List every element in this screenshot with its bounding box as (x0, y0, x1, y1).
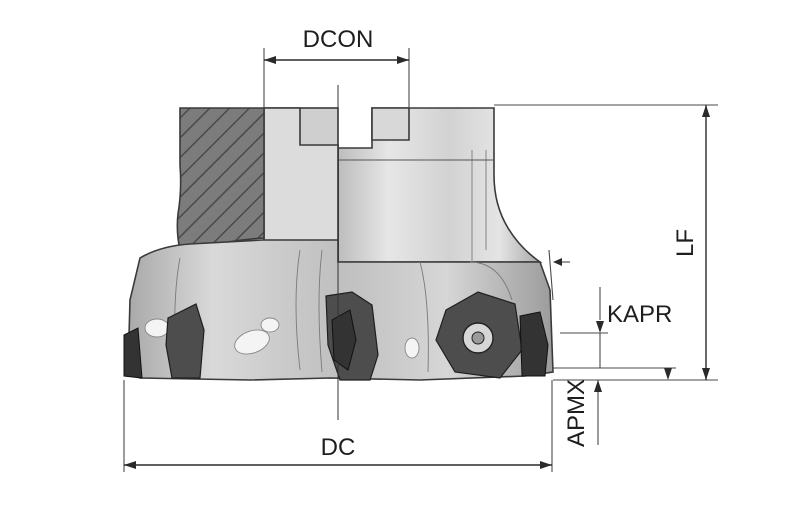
kapr-dimension: KAPR (548, 249, 672, 368)
tool-body (123, 107, 554, 381)
insert (519, 311, 549, 377)
key-slot (371, 107, 410, 141)
section-hatch (176, 107, 265, 251)
lf-dimension: LF (494, 104, 718, 381)
chip-pocket (144, 318, 170, 338)
dc-label: DC (321, 434, 356, 461)
lf-label: LF (672, 229, 699, 257)
insert-screw (471, 331, 485, 345)
chip-pocket (260, 317, 280, 333)
flute-line (318, 249, 323, 373)
apmx-dimension: APMX (553, 367, 676, 447)
body-exterior (337, 107, 543, 263)
dcon-label: DCON (303, 26, 374, 53)
kapr-label: KAPR (607, 301, 672, 328)
flute-line (419, 261, 429, 373)
insert (123, 327, 143, 379)
insert (165, 303, 205, 379)
flute-line (295, 249, 301, 371)
flute-line (469, 261, 513, 301)
chip-pocket (404, 337, 420, 359)
chip-pocket (234, 329, 270, 355)
dcon-dimension: DCON (263, 26, 410, 108)
apmx-label: APMX (563, 379, 590, 447)
dc-dimension: DC (123, 380, 553, 472)
